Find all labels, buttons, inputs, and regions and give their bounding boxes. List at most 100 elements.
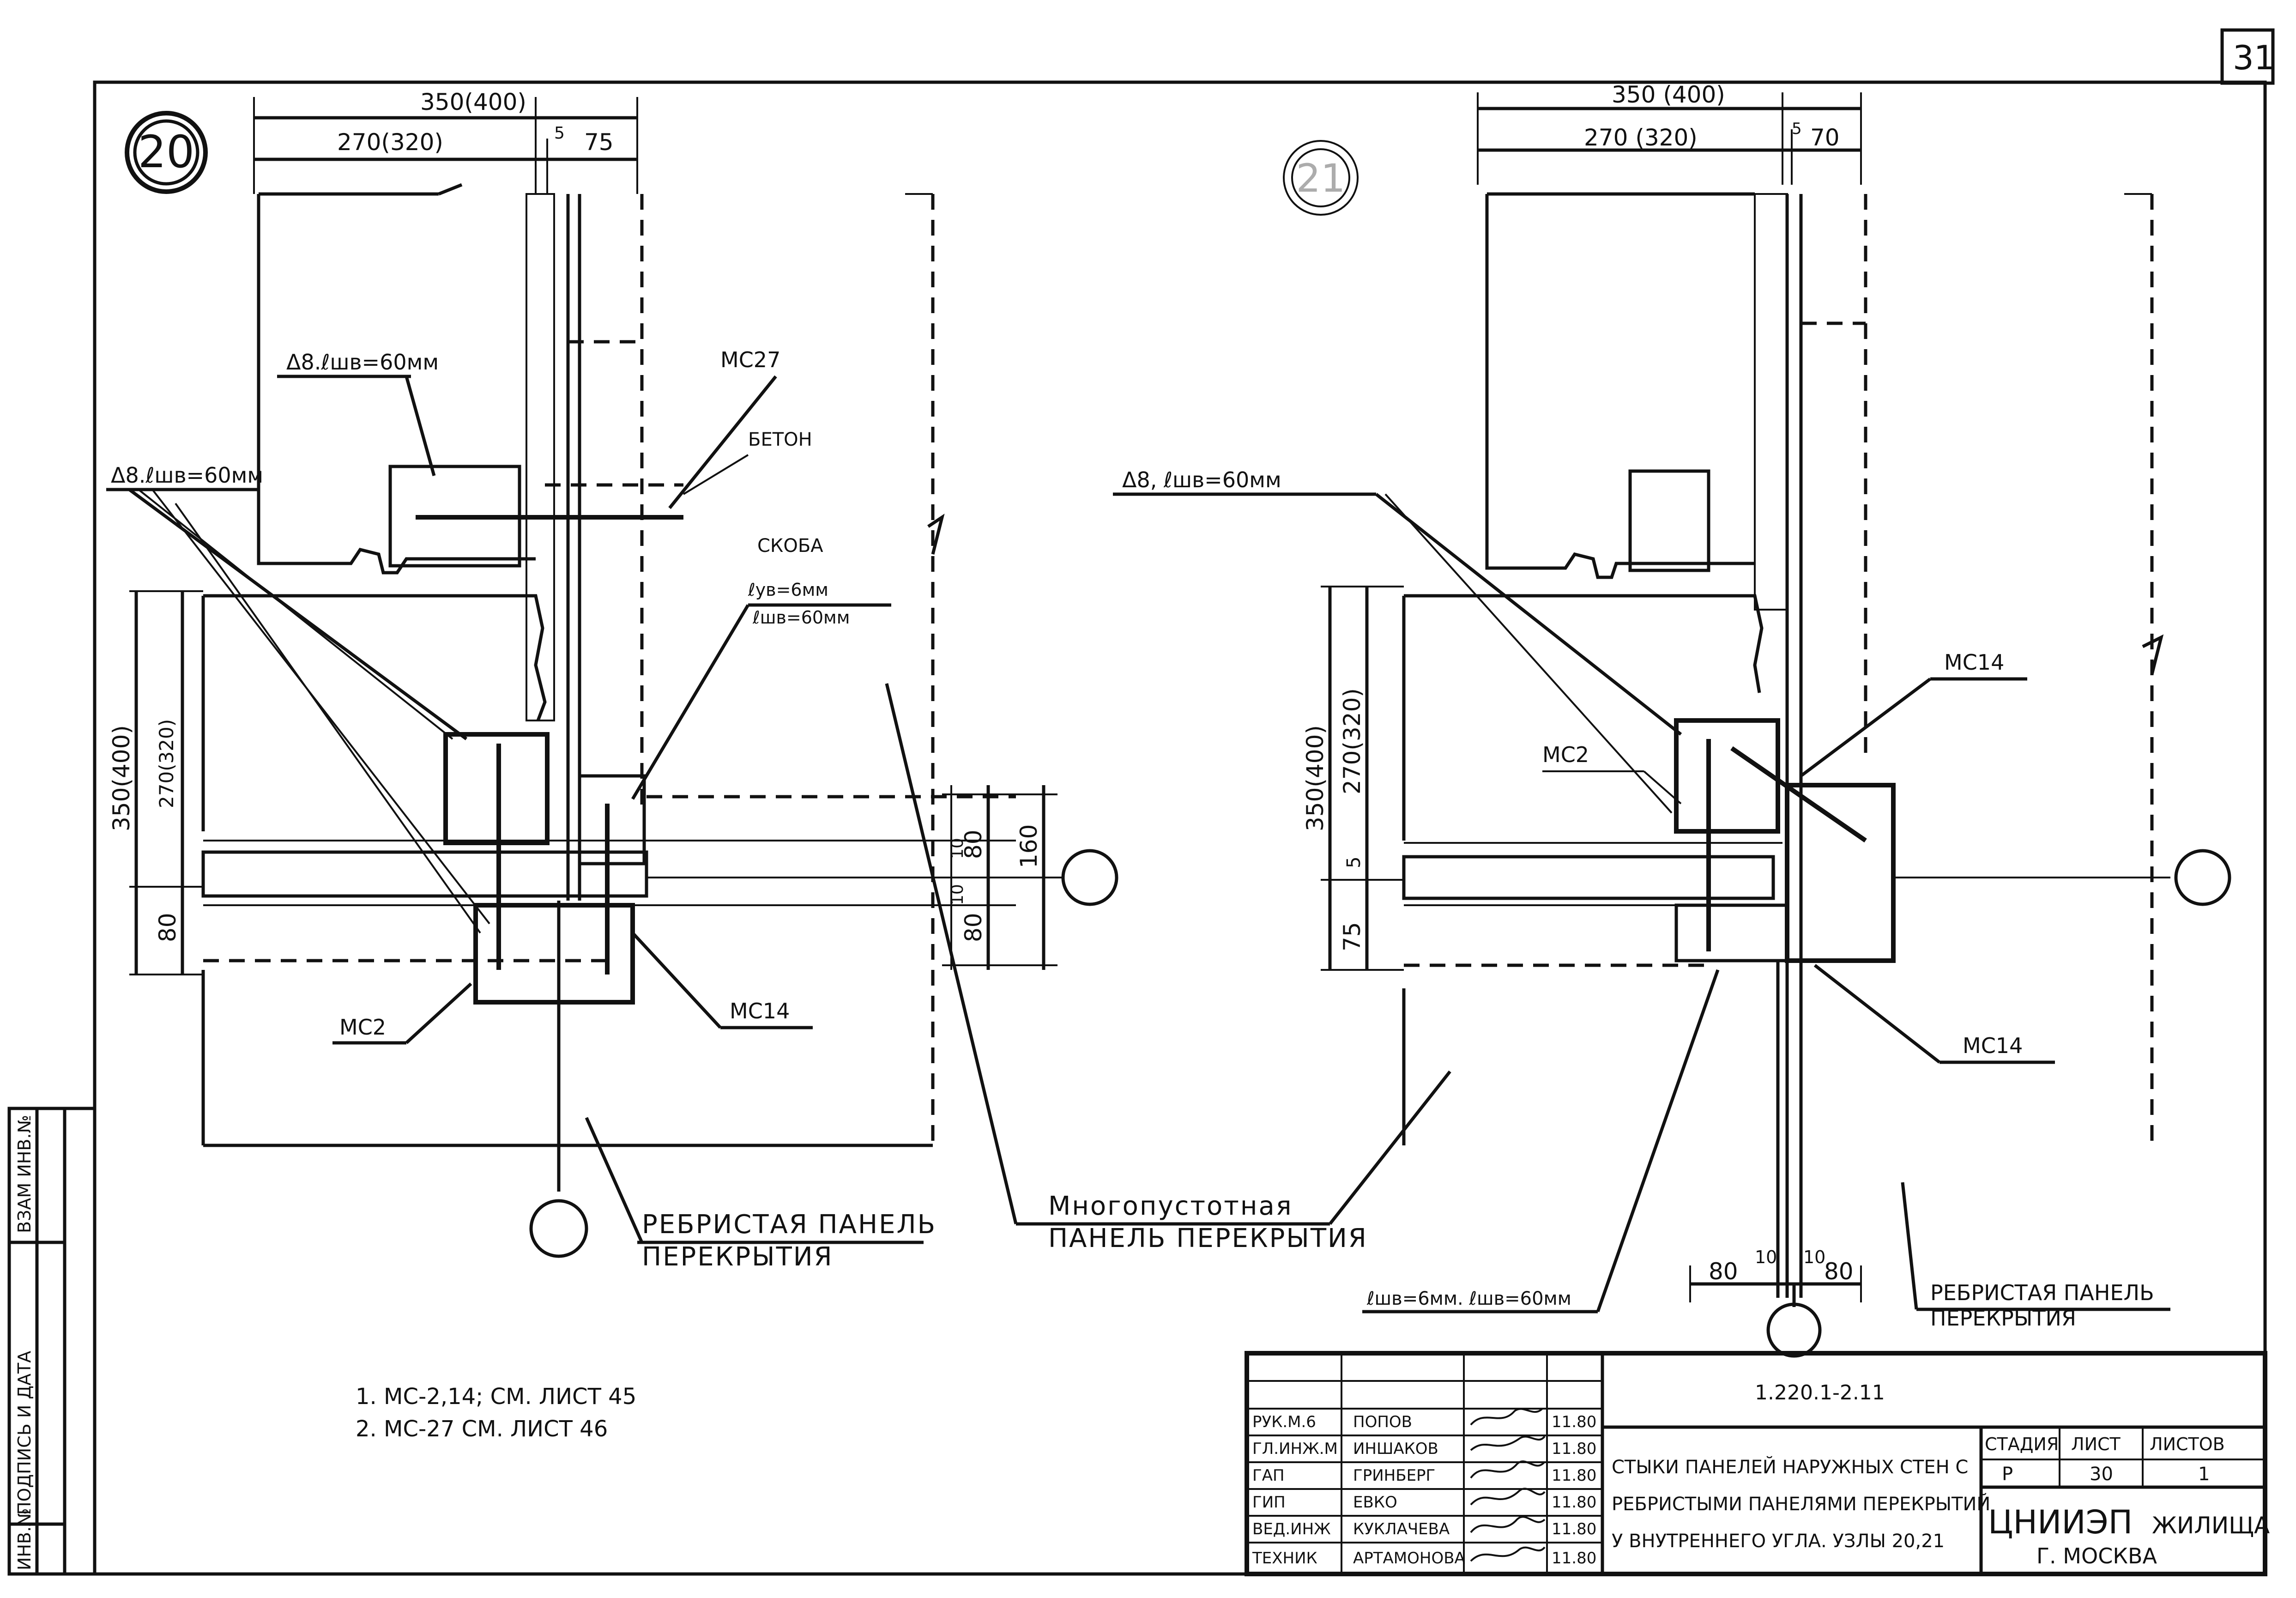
node-21-label-mc14-lower: МС14 xyxy=(1963,1033,2023,1058)
node-20-dim-left-bottom: 80 xyxy=(154,913,181,942)
callout-ribbed-left-2: ПЕРЕКРЫТИЯ xyxy=(642,1242,834,1272)
node-21-axis-bottom xyxy=(1766,1302,1822,1358)
sheet-frame xyxy=(93,80,2267,1576)
node-20-dim-right-total: 160 xyxy=(1015,824,1042,868)
node-20-right-dims: 10 10 80 80 160 xyxy=(942,785,1057,970)
description-line-2: РЕБРИСТЫМИ ПАНЕЛЯМИ ПЕРЕКРЫТИЙ xyxy=(1612,1493,1990,1515)
callout-ribbed-left-1: РЕБРИСТАЯ ПАНЕЛЬ xyxy=(642,1210,937,1240)
stage-header: СТАДИЯ xyxy=(1985,1434,2059,1454)
node-20-dim-left-part: 270(320) xyxy=(155,719,178,808)
node-20-label-mc27: МС27 xyxy=(720,347,780,372)
node-21-dim-left-total: 350(400) xyxy=(1302,725,1329,831)
node-20-marker xyxy=(125,111,208,194)
staff-date-5: 11.80 xyxy=(1552,1520,1596,1538)
node-20-label-skoba: СКОБА xyxy=(757,535,823,557)
node-20-labels: Δ8.ℓшв=60мм Δ8.ℓшв=60мм МС27 БЕТОН СКОБА… xyxy=(106,347,891,1045)
node-20-axis-bottom xyxy=(529,1199,588,1258)
staff-role-3: ГАП xyxy=(1252,1466,1285,1485)
node-21-dim-top-total: 350 (400) xyxy=(1612,81,1725,108)
node-20-dim-left-total: 350(400) xyxy=(108,725,135,831)
node-21-dim-top-part1: 270 (320) xyxy=(1584,124,1698,151)
node-20-dim-top-gap: 5 xyxy=(554,124,565,143)
node-21-labels: Δ8, ℓшв=60мм МС14 МС2 МС14 ℓшв=6мм. ℓшв=… xyxy=(1113,467,2055,1314)
description-line-3: У ВНУТРЕННЕГО УГЛА. УЗЛЫ 20,21 xyxy=(1612,1531,1945,1552)
notes: 1. МС-2,14; СМ. ЛИСТ 45 2. МС-27 СМ. ЛИС… xyxy=(356,1384,636,1442)
staff-date-2: 11.80 xyxy=(1552,1440,1596,1458)
node-20-dim-top-total: 350(400) xyxy=(420,89,526,115)
node-20-label-mc14: МС14 xyxy=(730,999,790,1023)
node-21-dim-bottom-c: 80 xyxy=(1709,1258,1738,1285)
staff-role-4: ГИП xyxy=(1252,1493,1286,1512)
staff-date-3: 11.80 xyxy=(1552,1466,1596,1485)
stamp-inv: ИНВ.№ xyxy=(14,1508,35,1570)
sheets-header: ЛИСТОВ xyxy=(2150,1434,2225,1454)
staff-role-5: ВЕД.ИНЖ xyxy=(1252,1520,1331,1538)
node-20-label-skoba-weld2: ℓшв=60мм xyxy=(752,607,850,628)
node-20-dim-right-a: 10 xyxy=(948,838,967,859)
stamp-replace-inv: ВЗАМ ИНВ.№ xyxy=(14,1115,35,1233)
stamp-sign-date: ПОДПИСЬ И ДАТА xyxy=(14,1351,35,1515)
node-20-dim-right-b: 10 xyxy=(948,884,967,905)
sheets-value: 1 xyxy=(2198,1464,2210,1485)
node-21-bottom-dims: 10 10 80 80 xyxy=(1689,1247,1862,1358)
node-21-drawing: 21 350 (400) 270 (320) 5 70 xyxy=(1113,81,2231,1358)
sheet-number-box xyxy=(2220,28,2275,85)
staff-rows: РУК.М.6 ПОПОВ 11.80 ГЛ.ИНЖ.М ИНШАКОВ 11.… xyxy=(1252,1413,1596,1568)
org-name: ЦНИИЭП xyxy=(1988,1503,2133,1541)
node-21-id: 21 xyxy=(1296,156,1346,201)
callout-hollow-2: ПАНЕЛЬ ПЕРЕКРЫТИЯ xyxy=(1048,1223,1368,1253)
node-20-label-beton: БЕТОН xyxy=(748,429,812,450)
node-21-label-mc2: МС2 xyxy=(1542,742,1589,767)
node-21-left-dims: 350(400) 270(320) 5 75 xyxy=(1302,586,1404,971)
staff-name-4: ЕВКО xyxy=(1353,1493,1397,1512)
node-20-axis-right xyxy=(1061,849,1118,906)
node-21-top-dims: 350 (400) 270 (320) 5 70 xyxy=(1477,81,1862,185)
staff-date-6: 11.80 xyxy=(1552,1549,1596,1568)
node-21-label-weld-bottom: ℓшв=6мм. ℓшв=60мм xyxy=(1366,1288,1571,1309)
staff-name-1: ПОПОВ xyxy=(1353,1413,1412,1431)
callouts: РЕБРИСТАЯ ПАНЕЛЬ ПЕРЕКРЫТИЯ Многопустотн… xyxy=(585,683,2170,1331)
node-20-dim-top-part1: 270(320) xyxy=(337,129,443,156)
node-20-drawing: 20 350(400) 270(320) 5 75 xyxy=(106,89,1118,1258)
node-21-dim-bottom-b: 10 xyxy=(1803,1247,1825,1267)
org-city: Г. МОСКВА xyxy=(2036,1544,2157,1568)
node-20-label-weld-top: Δ8.ℓшв=60мм xyxy=(286,350,439,375)
node-20-top-dims: 350(400) 270(320) 5 75 xyxy=(253,89,638,194)
staff-name-6: АРТАМОНОВА xyxy=(1353,1549,1465,1568)
description-line-1: СТЫКИ ПАНЕЛЕЙ НАРУЖНЫХ СТЕН С xyxy=(1612,1456,1968,1478)
staff-date-1: 11.80 xyxy=(1552,1413,1596,1431)
node-21-dim-top-part2: 70 xyxy=(1810,124,1840,151)
node-21-dim-top-gap: 5 xyxy=(1792,120,1802,138)
staff-name-5: КУКЛАЧЕВА xyxy=(1353,1520,1450,1538)
staff-role-6: ТЕХНИК xyxy=(1252,1549,1317,1568)
side-stamp: ИНВ.№ ПОДПИСЬ И ДАТА ВЗАМ ИНВ.№ xyxy=(7,1107,97,1576)
org-name-2: ЖИЛИЩА xyxy=(2152,1512,2270,1539)
node-20-left-dims: 350(400) 270(320) 80 xyxy=(108,590,203,975)
sheet-header: ЛИСТ xyxy=(2071,1434,2121,1454)
node-21-dim-left-gap: 5 xyxy=(1343,857,1365,868)
node-20-dim-right-d: 80 xyxy=(960,913,987,942)
node-20-id: 20 xyxy=(138,126,194,178)
node-21-dim-bottom-a: 10 xyxy=(1755,1247,1777,1267)
callout-hollow-1: Многопустотная xyxy=(1048,1191,1293,1221)
node-20-dim-right-c: 80 xyxy=(960,829,987,859)
node-20-label-weld-left: Δ8.ℓшв=60мм xyxy=(111,463,263,488)
stage-value: Р xyxy=(2002,1464,2013,1485)
callout-ribbed-right-1: РЕБРИСТАЯ ПАНЕЛЬ xyxy=(1930,1280,2154,1305)
node-21-axis-right xyxy=(2174,849,2231,906)
node-21-dim-left-bottom: 75 xyxy=(1339,922,1366,951)
node-20-label-skoba-weld1: ℓув=6мм xyxy=(748,580,828,600)
signatures xyxy=(1470,1408,1546,1562)
node-20-dim-top-part2: 75 xyxy=(584,129,614,156)
sheet-value: 30 xyxy=(2090,1464,2113,1485)
node-21-dim-bottom-d: 80 xyxy=(1824,1258,1854,1285)
node-20-label-mc2: МС2 xyxy=(339,1015,386,1040)
staff-role-2: ГЛ.ИНЖ.М xyxy=(1252,1440,1338,1458)
node-21-dim-left-part: 270(320) xyxy=(1339,688,1366,794)
staff-role-1: РУК.М.6 xyxy=(1252,1413,1316,1431)
node-21-label-mc14-upper: МС14 xyxy=(1944,650,2004,675)
note-2: 2. МС-27 СМ. ЛИСТ 46 xyxy=(356,1416,608,1442)
doc-code: 1.220.1-2.11 xyxy=(1755,1381,1885,1404)
note-1: 1. МС-2,14; СМ. ЛИСТ 45 xyxy=(356,1384,636,1410)
